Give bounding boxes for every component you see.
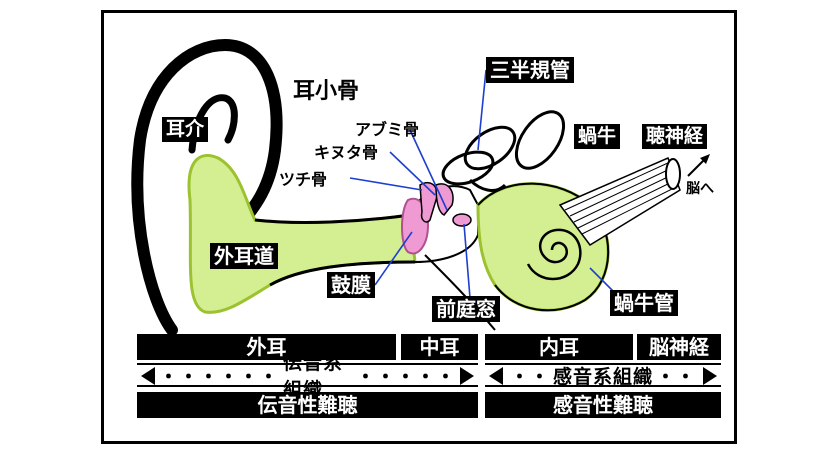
label-auditory-nerve: 聴神経	[642, 124, 708, 149]
cell-conductive-hearing-loss: 伝音性難聴	[137, 392, 478, 418]
cell-outer-ear: 外耳	[137, 334, 396, 360]
arrow-left-icon	[489, 367, 503, 385]
nerve-end	[665, 158, 681, 190]
cell-middle-ear: 中耳	[401, 334, 478, 360]
label-eardrum: 鼓膜	[327, 272, 375, 298]
cell-sensorineural-hearing-loss: 感音性難聴	[485, 392, 721, 418]
canal-3	[514, 110, 566, 170]
cell-inner-ear: 内耳	[485, 334, 633, 360]
label-ear-canal: 外耳道	[210, 243, 278, 269]
label-ossicles: 耳小骨	[293, 79, 360, 104]
incus-shape	[435, 183, 454, 216]
arrow-left-icon	[141, 367, 155, 385]
auricle-shape	[131, 38, 283, 336]
nerve-bundle	[558, 156, 681, 246]
label-to-brain: 脳へ	[686, 181, 714, 197]
label-auricle: 耳介	[162, 117, 209, 142]
label-incus: キヌタ骨	[314, 143, 379, 162]
label-malleus: ツチ骨	[279, 170, 328, 189]
conductive-system-row: ・・・・・・ 伝音系組織 ・・・・・	[137, 352, 478, 401]
label-oval-window: 前庭窓	[432, 296, 500, 322]
dots-left: ・・・・・・	[159, 365, 280, 388]
arrow-right-icon	[703, 367, 717, 385]
dots-inner-left: ・・	[509, 365, 550, 388]
dots-right: ・・・・・	[355, 365, 456, 388]
label-sensorineural-system: 感音系組織	[552, 365, 653, 388]
label-stapes: アブミ骨	[355, 120, 420, 139]
canal-2	[463, 125, 517, 171]
stapes-shape	[452, 213, 472, 227]
label-cochlear-duct: 蝸牛管	[610, 290, 678, 316]
dots-inner-right: ・・	[656, 365, 697, 388]
cell-cranial-nerve: 脳神経	[637, 334, 721, 360]
arrow-right-icon	[460, 367, 474, 385]
cochlea-spiral	[526, 228, 582, 281]
label-cochlea: 蝸牛	[574, 124, 621, 149]
label-semicircular-canals: 三半規管	[486, 57, 574, 83]
sensorineural-system-row: ・・ 感音系組織 ・・	[485, 363, 721, 388]
